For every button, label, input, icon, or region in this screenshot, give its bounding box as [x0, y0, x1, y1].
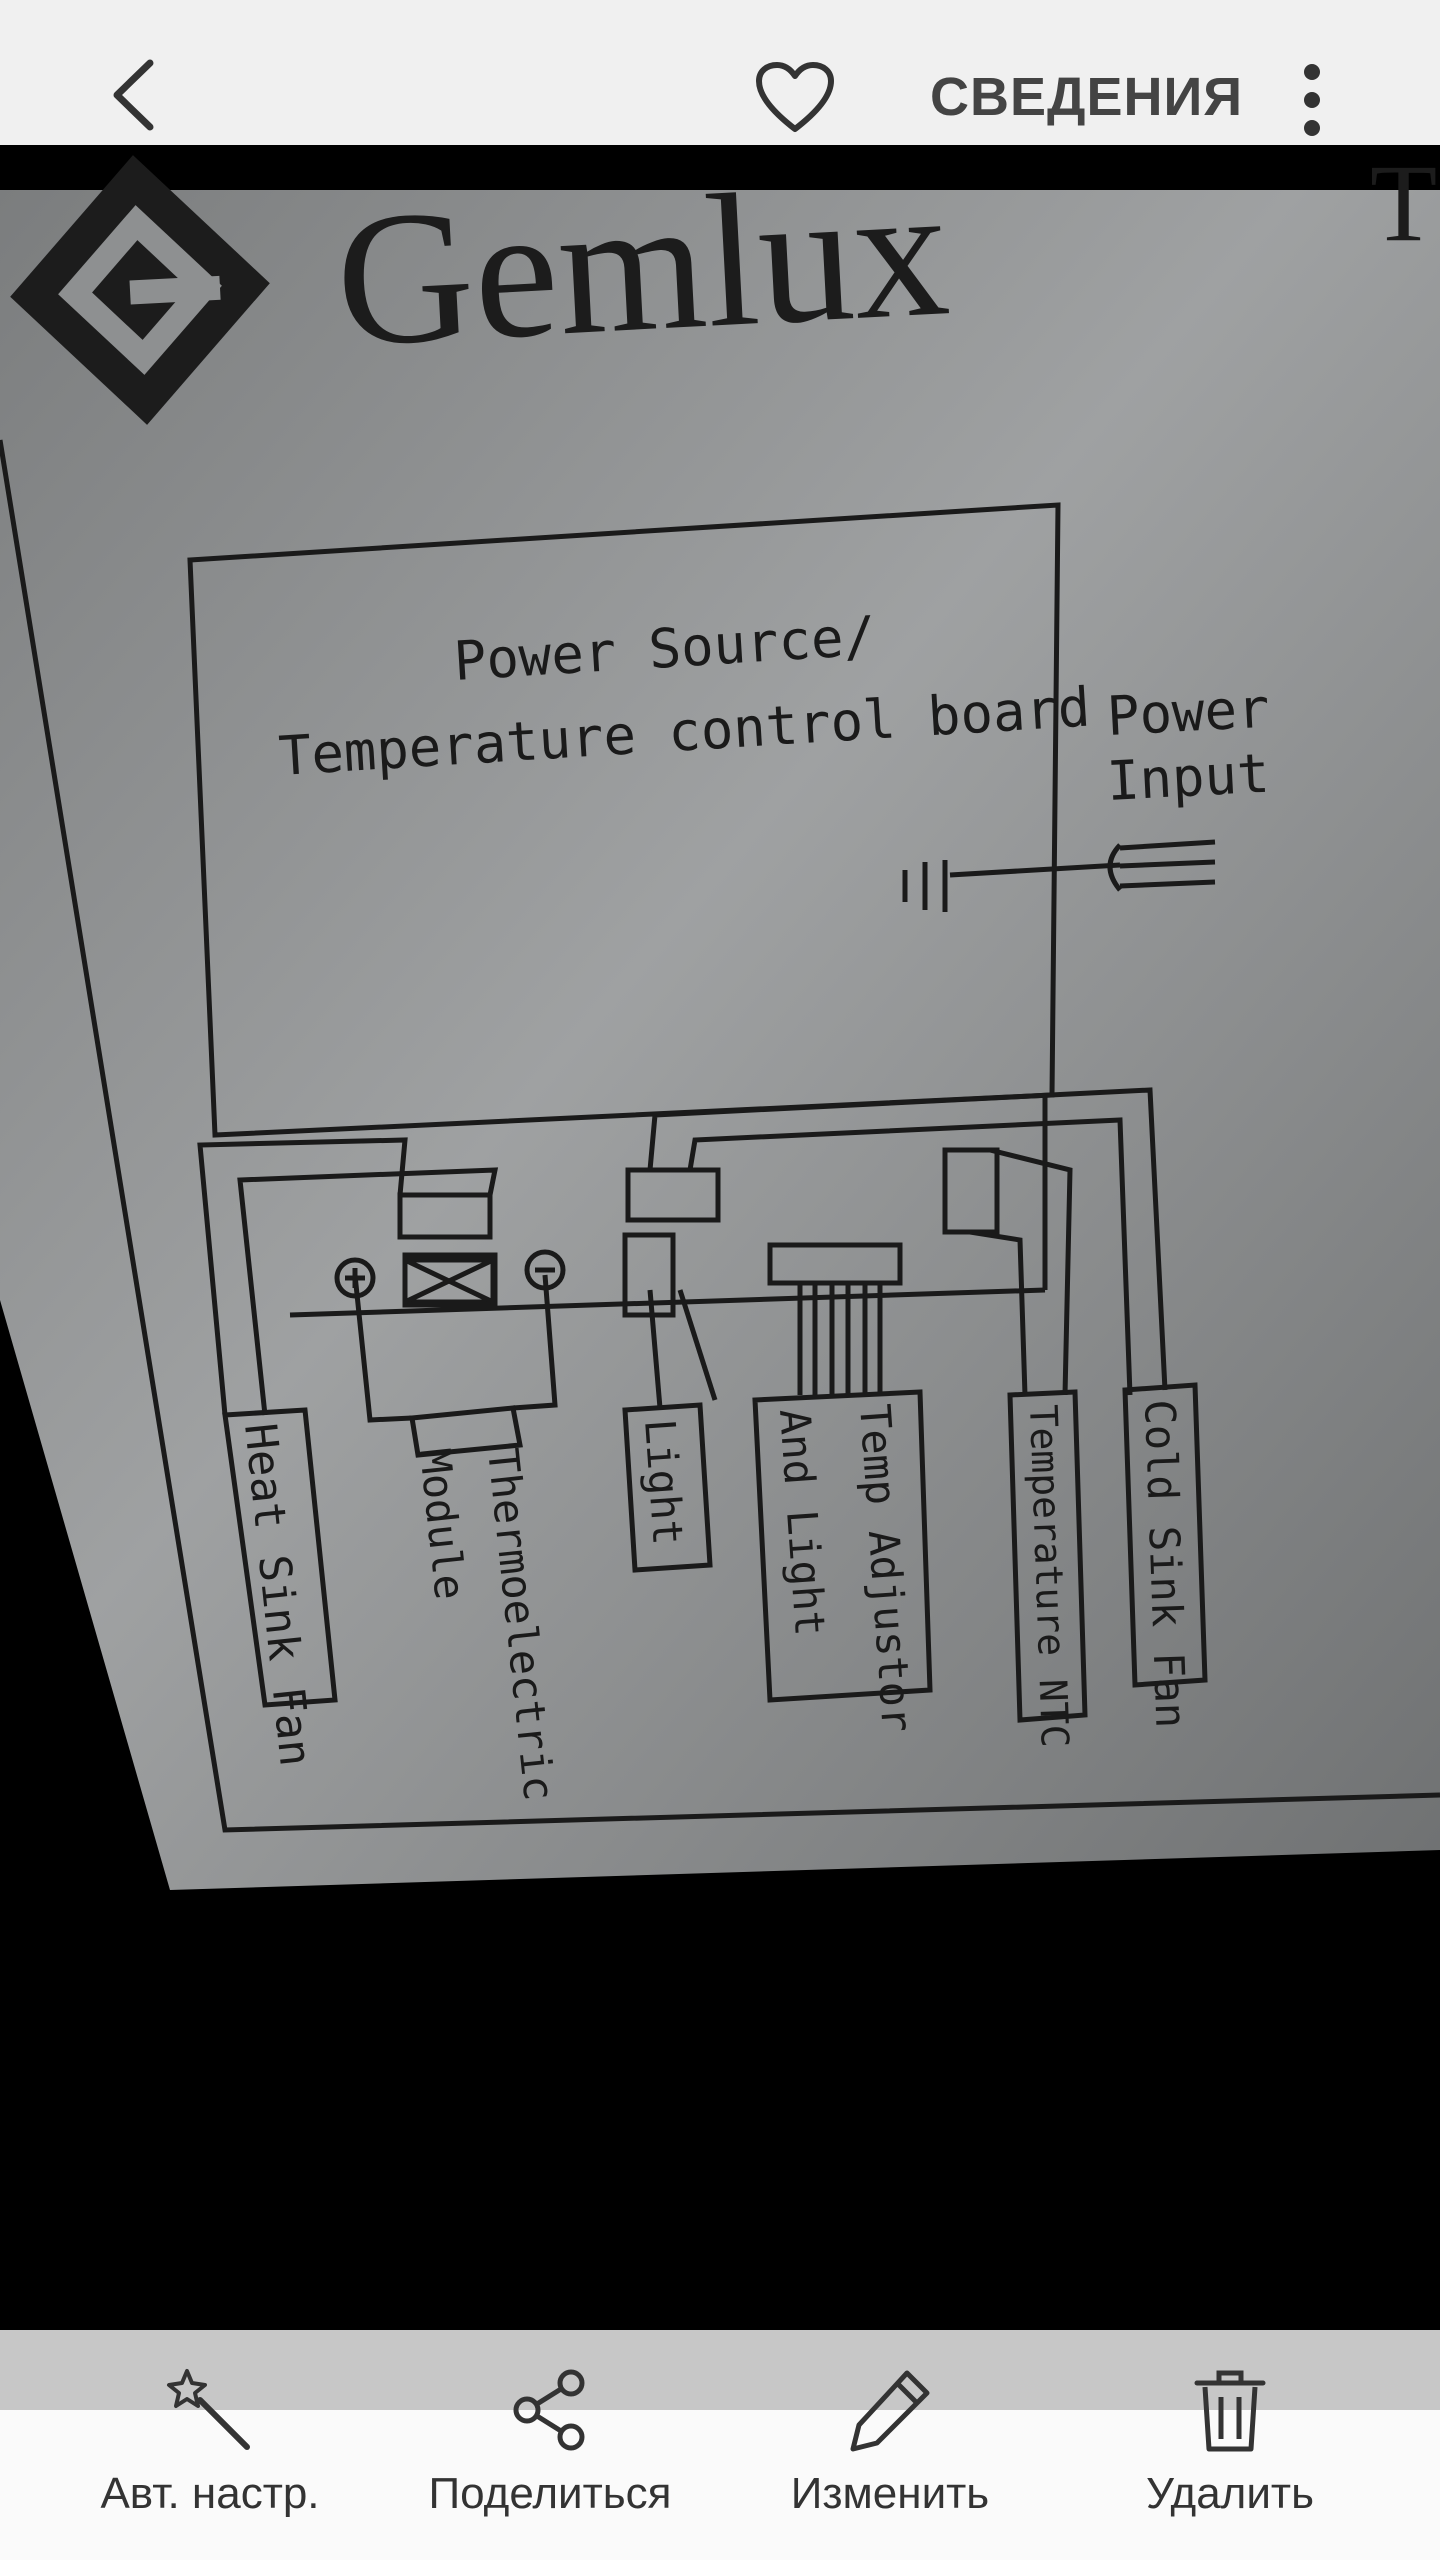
power-input-line1: Power — [1105, 677, 1271, 748]
favorite-button[interactable] — [748, 50, 842, 144]
share-button[interactable]: Поделиться — [400, 2365, 700, 2545]
edit-button[interactable]: Изменить — [740, 2365, 1040, 2545]
more-options-button[interactable] — [1282, 55, 1342, 145]
power-input-line2: Input — [1105, 742, 1271, 813]
diagram-frame — [0, 439, 1440, 1833]
edit-label: Изменить — [790, 2469, 990, 2518]
magic-wand-icon — [167, 2369, 250, 2450]
brand-text: Gemlux — [331, 145, 953, 387]
delete-button[interactable]: Удалить — [1080, 2365, 1380, 2545]
label-panel — [0, 190, 1440, 1890]
auto-adjust-button[interactable]: Авт. настр. — [60, 2365, 360, 2545]
auto-adjust-label: Авт. настр. — [100, 2469, 320, 2518]
delete-label: Удалить — [1146, 2469, 1314, 2518]
label-light: Light — [635, 1417, 693, 1547]
pencil-icon — [850, 2370, 930, 2452]
gemlux-logo-mark — [10, 155, 270, 425]
share-icon — [513, 2369, 585, 2451]
edge-fragment-text: T — [1370, 142, 1437, 264]
more-vertical-icon — [1304, 64, 1320, 136]
chevron-left-icon — [113, 59, 154, 131]
label-cold-sink-fan: Cold Sink Fan — [1135, 1399, 1195, 1729]
wiring-diagram — [187, 502, 1216, 1723]
heart-outline-icon — [756, 62, 834, 132]
top-app-bar: СВЕДЕНИЯ — [0, 0, 1440, 145]
share-label: Поделиться — [428, 2469, 672, 2518]
bottom-bar-overlay — [0, 2330, 1440, 2420]
details-button[interactable]: СВЕДЕНИЯ — [930, 67, 1244, 127]
bottom-action-bar — [0, 2410, 1440, 2560]
trash-icon — [1194, 2370, 1266, 2452]
back-button[interactable] — [90, 40, 180, 150]
